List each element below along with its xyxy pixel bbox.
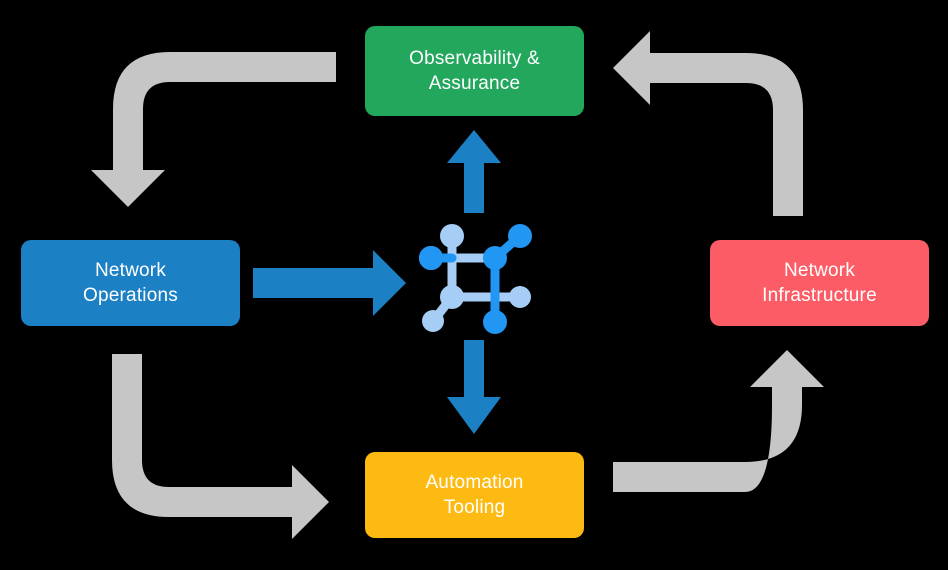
box-network-operations[interactable]: Network Operations (21, 240, 240, 326)
box-network-operations-label: Network Operations (83, 259, 178, 306)
topology-accent-segment (419, 246, 457, 270)
arrow-observability-to-network-operations (91, 52, 336, 207)
box-network-infrastructure[interactable]: Network Infrastructure (710, 240, 929, 326)
box-network-infrastructure-label: Network Infrastructure (762, 259, 877, 306)
arrow-network-operations-to-automation-tooling (112, 354, 329, 539)
arrow-center-to-observability (447, 130, 501, 213)
topology-nodes-primary (483, 224, 532, 334)
box-observability-assurance-label: Observability & Assurance (409, 47, 540, 94)
arrow-network-infrastructure-to-observability (613, 31, 803, 216)
box-observability-assurance[interactable]: Observability & Assurance (365, 26, 584, 116)
arrow-network-operations-to-center (253, 250, 406, 316)
arrow-automation-tooling-to-network-infrastructure (613, 350, 824, 492)
box-automation-tooling[interactable]: Automation Tooling (365, 452, 584, 538)
network-topology-icon (418, 218, 538, 338)
arrow-center-to-automation-tooling (447, 340, 501, 434)
box-automation-tooling-label: Automation Tooling (425, 471, 524, 518)
